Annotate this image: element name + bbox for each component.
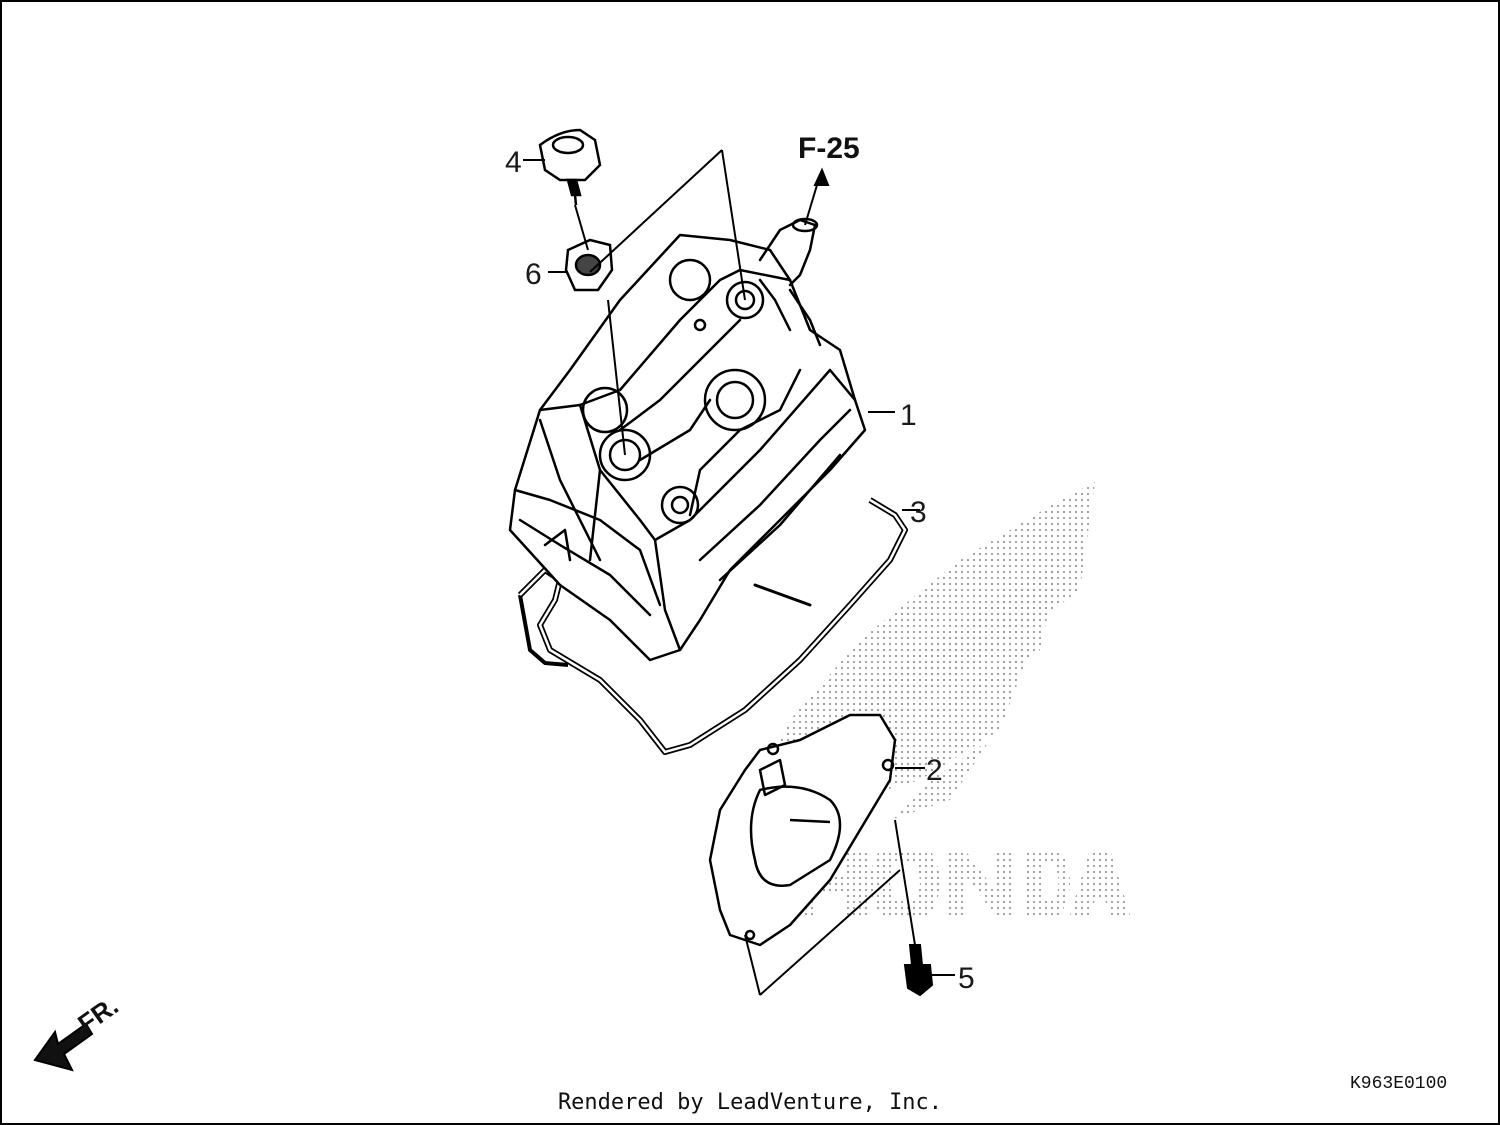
callout-6: 6 (525, 258, 542, 291)
f25-arrow (813, 167, 830, 186)
callout-4: 4 (505, 146, 522, 179)
grommet (564, 238, 614, 292)
callout-1: 1 (900, 399, 917, 432)
head-cover-gasket-inner (519, 498, 907, 754)
flange-bolt (903, 944, 934, 997)
reference-code: F-25 (798, 132, 860, 165)
cap-bolt (538, 128, 602, 206)
heat-protector-plate (708, 713, 897, 947)
front-direction-arrow (33, 1022, 94, 1072)
callout-2: 2 (926, 754, 943, 787)
render-credit: Rendered by LeadVenture, Inc. (557, 1090, 943, 1115)
callout-5: 5 (958, 962, 975, 995)
cylinder-head-cover (508, 217, 867, 662)
diagram-code: K963E0100 (1350, 1074, 1448, 1094)
leader-lines (523, 149, 955, 996)
honda-logo-letters (790, 850, 1130, 915)
callout-3: 3 (910, 496, 927, 529)
